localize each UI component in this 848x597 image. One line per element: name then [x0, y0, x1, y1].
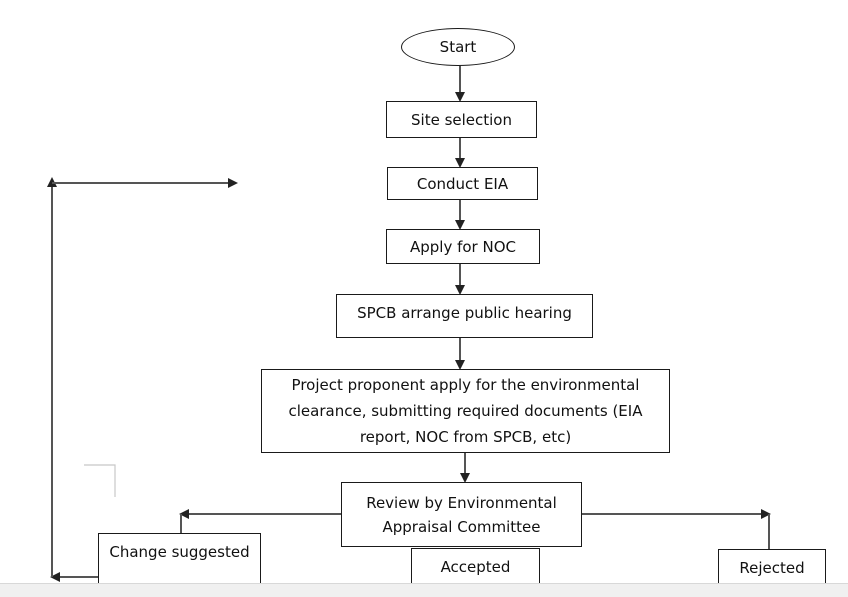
review-committee-box: Review by Environmental Appraisal Commit…: [341, 482, 582, 547]
rejected-box: Rejected: [718, 549, 826, 586]
change-suggested-label: Change suggested: [109, 543, 250, 561]
start-label: Start: [439, 38, 477, 56]
bottom-scroll-strip: [0, 583, 848, 597]
apply-noc-label: Apply for NOC: [409, 237, 516, 256]
start-node: Start: [401, 28, 515, 66]
site-selection-label: Site selection: [411, 110, 512, 129]
public-hearing-box: SPCB arrange public hearing: [336, 294, 593, 338]
apply-clearance-box: Project proponent apply for the environm…: [261, 369, 670, 453]
accepted-label: Accepted: [440, 558, 511, 576]
apply-clearance-label: Project proponent apply for the environm…: [288, 376, 643, 446]
rejected-label: Rejected: [739, 558, 805, 577]
stray-corner-mark: [84, 464, 116, 497]
change-suggested-box: Change suggested: [98, 533, 261, 586]
review-committee-label: Review by Environmental Appraisal Commit…: [366, 493, 557, 536]
accepted-box: Accepted: [411, 548, 540, 586]
apply-noc-box: Apply for NOC: [386, 229, 540, 264]
conduct-eia-box: Conduct EIA: [387, 167, 538, 200]
site-selection-box: Site selection: [386, 101, 537, 138]
public-hearing-label: SPCB arrange public hearing: [357, 304, 572, 322]
conduct-eia-label: Conduct EIA: [416, 174, 509, 193]
